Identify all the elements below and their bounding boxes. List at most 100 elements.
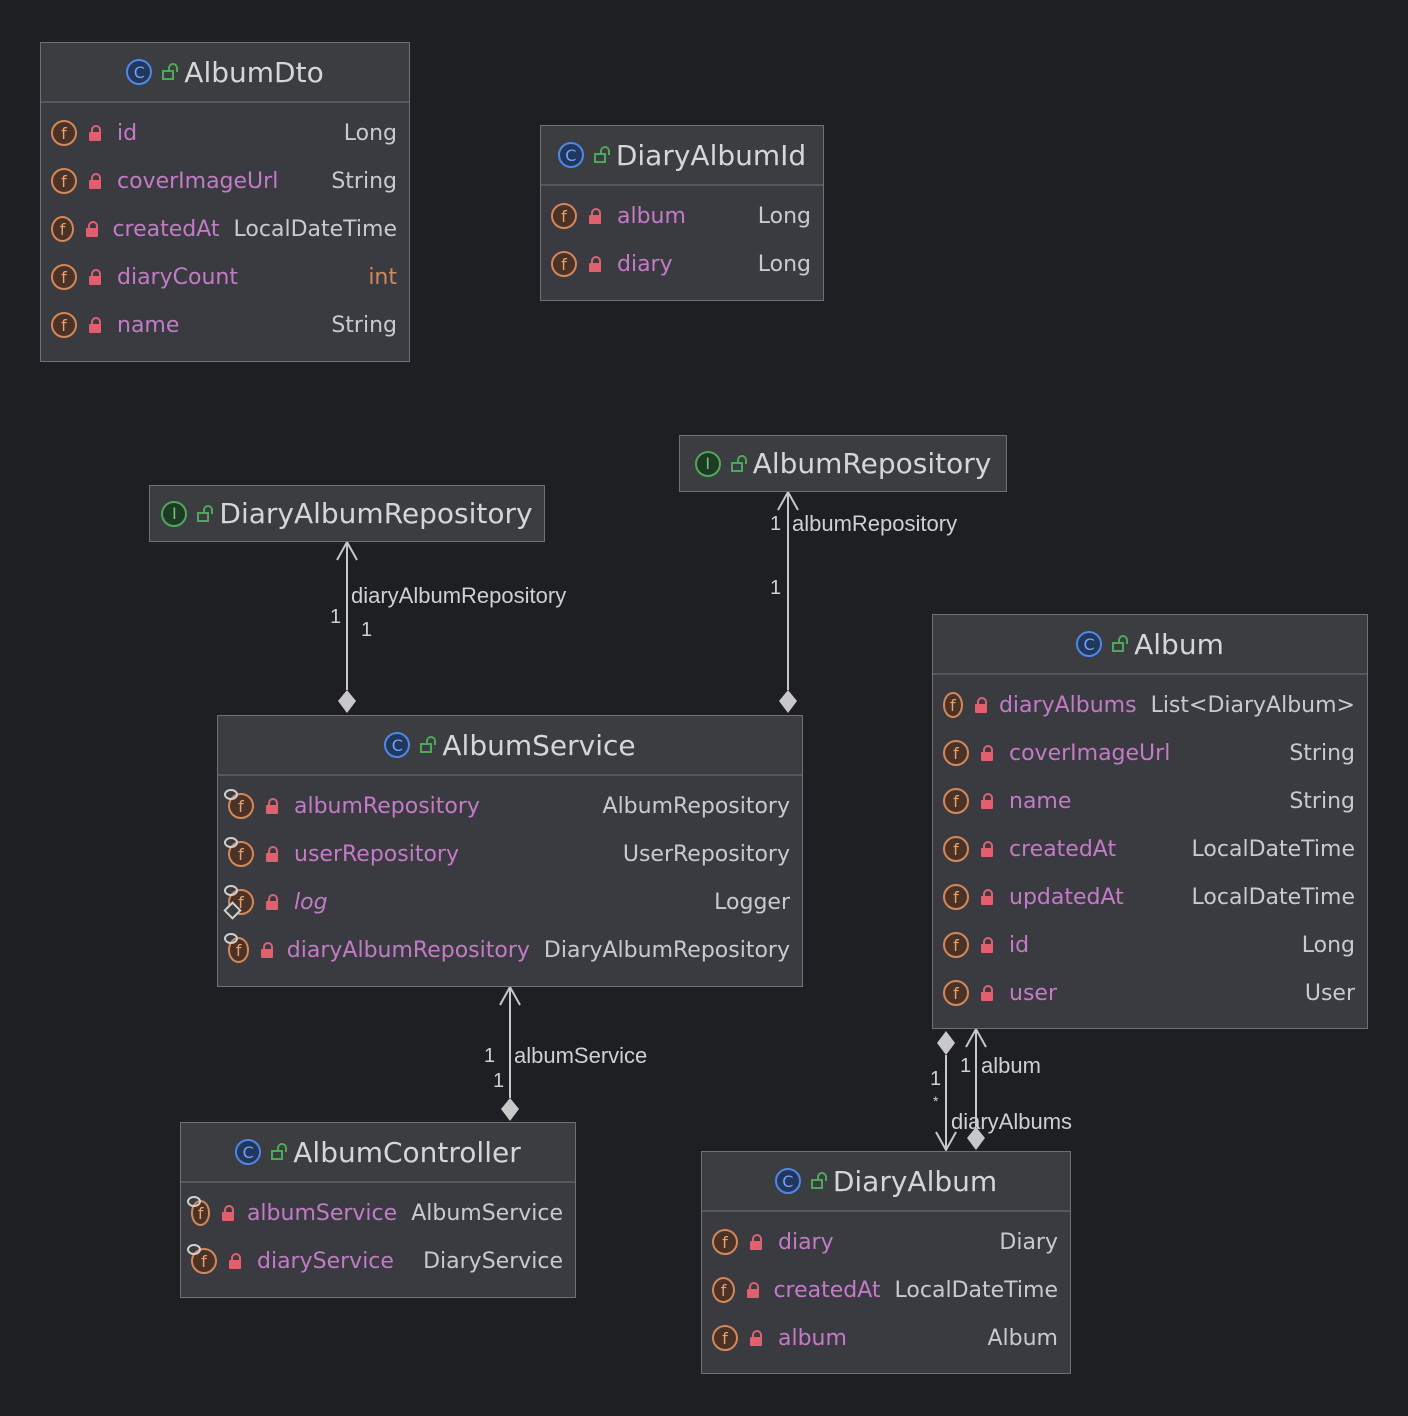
- field-icon: f: [51, 264, 77, 290]
- field-type: int: [368, 264, 397, 290]
- private-lock-icon: [222, 1205, 236, 1221]
- interface-node-albumrepository[interactable]: I AlbumRepository: [679, 435, 1007, 492]
- private-lock-icon: [89, 317, 101, 333]
- private-lock-icon: [229, 1253, 241, 1269]
- class-icon: C: [126, 59, 153, 85]
- field-icon: f: [712, 1325, 738, 1351]
- field-name: user: [1009, 980, 1057, 1006]
- field-name: id: [117, 120, 138, 146]
- field-name: diaryService: [257, 1248, 394, 1274]
- class-name: DiaryAlbum: [832, 1164, 998, 1198]
- class-icon: C: [384, 732, 411, 758]
- field-type: List<DiaryAlbum>: [1150, 692, 1355, 718]
- class-header: C Album: [933, 615, 1367, 675]
- field-name: userRepository: [294, 841, 459, 867]
- public-visibility-icon: [1112, 635, 1129, 652]
- field-row[interactable]: f id Long: [943, 921, 1355, 969]
- field-name: albumService: [246, 1200, 398, 1226]
- field-icon: f: [943, 836, 969, 862]
- final-field-icon: f: [187, 1244, 217, 1274]
- class-header: C AlbumService: [218, 716, 802, 776]
- field-name: diaryAlbums: [998, 692, 1137, 718]
- field-name: name: [1009, 788, 1072, 814]
- private-lock-icon: [981, 793, 993, 809]
- multiplicity-label: 1: [493, 1070, 505, 1092]
- multiplicity-label: 1: [960, 1055, 972, 1077]
- field-type: Long: [757, 203, 811, 229]
- field-type: LocalDateTime: [1191, 836, 1355, 862]
- composition-diamond: [967, 1127, 985, 1150]
- composition-diamond: [338, 690, 356, 713]
- field-icon: f: [51, 168, 77, 194]
- class-name: AlbumService: [442, 728, 636, 762]
- field-icon: f: [943, 932, 969, 958]
- class-header: C AlbumDto: [41, 43, 409, 103]
- field-type: Long: [1301, 932, 1355, 958]
- public-visibility-icon: [810, 1172, 827, 1189]
- field-name: createdAt: [112, 216, 220, 242]
- field-type: User: [1304, 980, 1355, 1006]
- public-visibility-icon: [730, 454, 747, 472]
- field-name: createdAt: [773, 1277, 881, 1303]
- field-icon: f: [551, 251, 577, 277]
- edge-role-label: diaryAlbums: [951, 1109, 1073, 1134]
- field-type: String: [1289, 740, 1355, 766]
- private-lock-icon: [266, 846, 278, 862]
- multiplicity-label: 1: [361, 619, 373, 641]
- field-icon: f: [943, 740, 969, 766]
- field-type: DiaryAlbumRepository: [543, 937, 790, 963]
- class-header: I AlbumRepository: [680, 436, 1006, 491]
- class-header: I DiaryAlbumRepository: [150, 486, 544, 541]
- private-lock-icon: [981, 841, 993, 857]
- private-lock-icon: [974, 697, 988, 713]
- field-name: log: [294, 889, 328, 915]
- private-lock-icon: [981, 889, 993, 905]
- private-lock-icon: [589, 208, 601, 224]
- field-type: LocalDateTime: [1191, 884, 1355, 910]
- field-icon: f: [712, 1277, 736, 1303]
- final-field-icon: f: [224, 789, 254, 819]
- field-name: album: [778, 1325, 847, 1351]
- multiplicity-label: 1: [770, 577, 782, 599]
- private-lock-icon: [86, 221, 99, 237]
- class-name: Album: [1134, 627, 1224, 661]
- field-type: DiaryService: [423, 1248, 563, 1274]
- field-name: id: [1009, 932, 1030, 958]
- composition-diamond: [937, 1031, 955, 1055]
- field-name: diaryAlbumRepository: [286, 937, 530, 963]
- field-type: Long: [343, 120, 397, 146]
- field-icon: f: [943, 788, 969, 814]
- class-header: C DiaryAlbumId: [541, 126, 823, 186]
- field-type: Diary: [999, 1229, 1058, 1255]
- field-row[interactable]: f diaryService DiaryService: [187, 1237, 563, 1285]
- final-field-icon: f: [186, 1196, 211, 1226]
- interface-node-diaryalbumrepository[interactable]: I DiaryAlbumRepository: [149, 485, 545, 542]
